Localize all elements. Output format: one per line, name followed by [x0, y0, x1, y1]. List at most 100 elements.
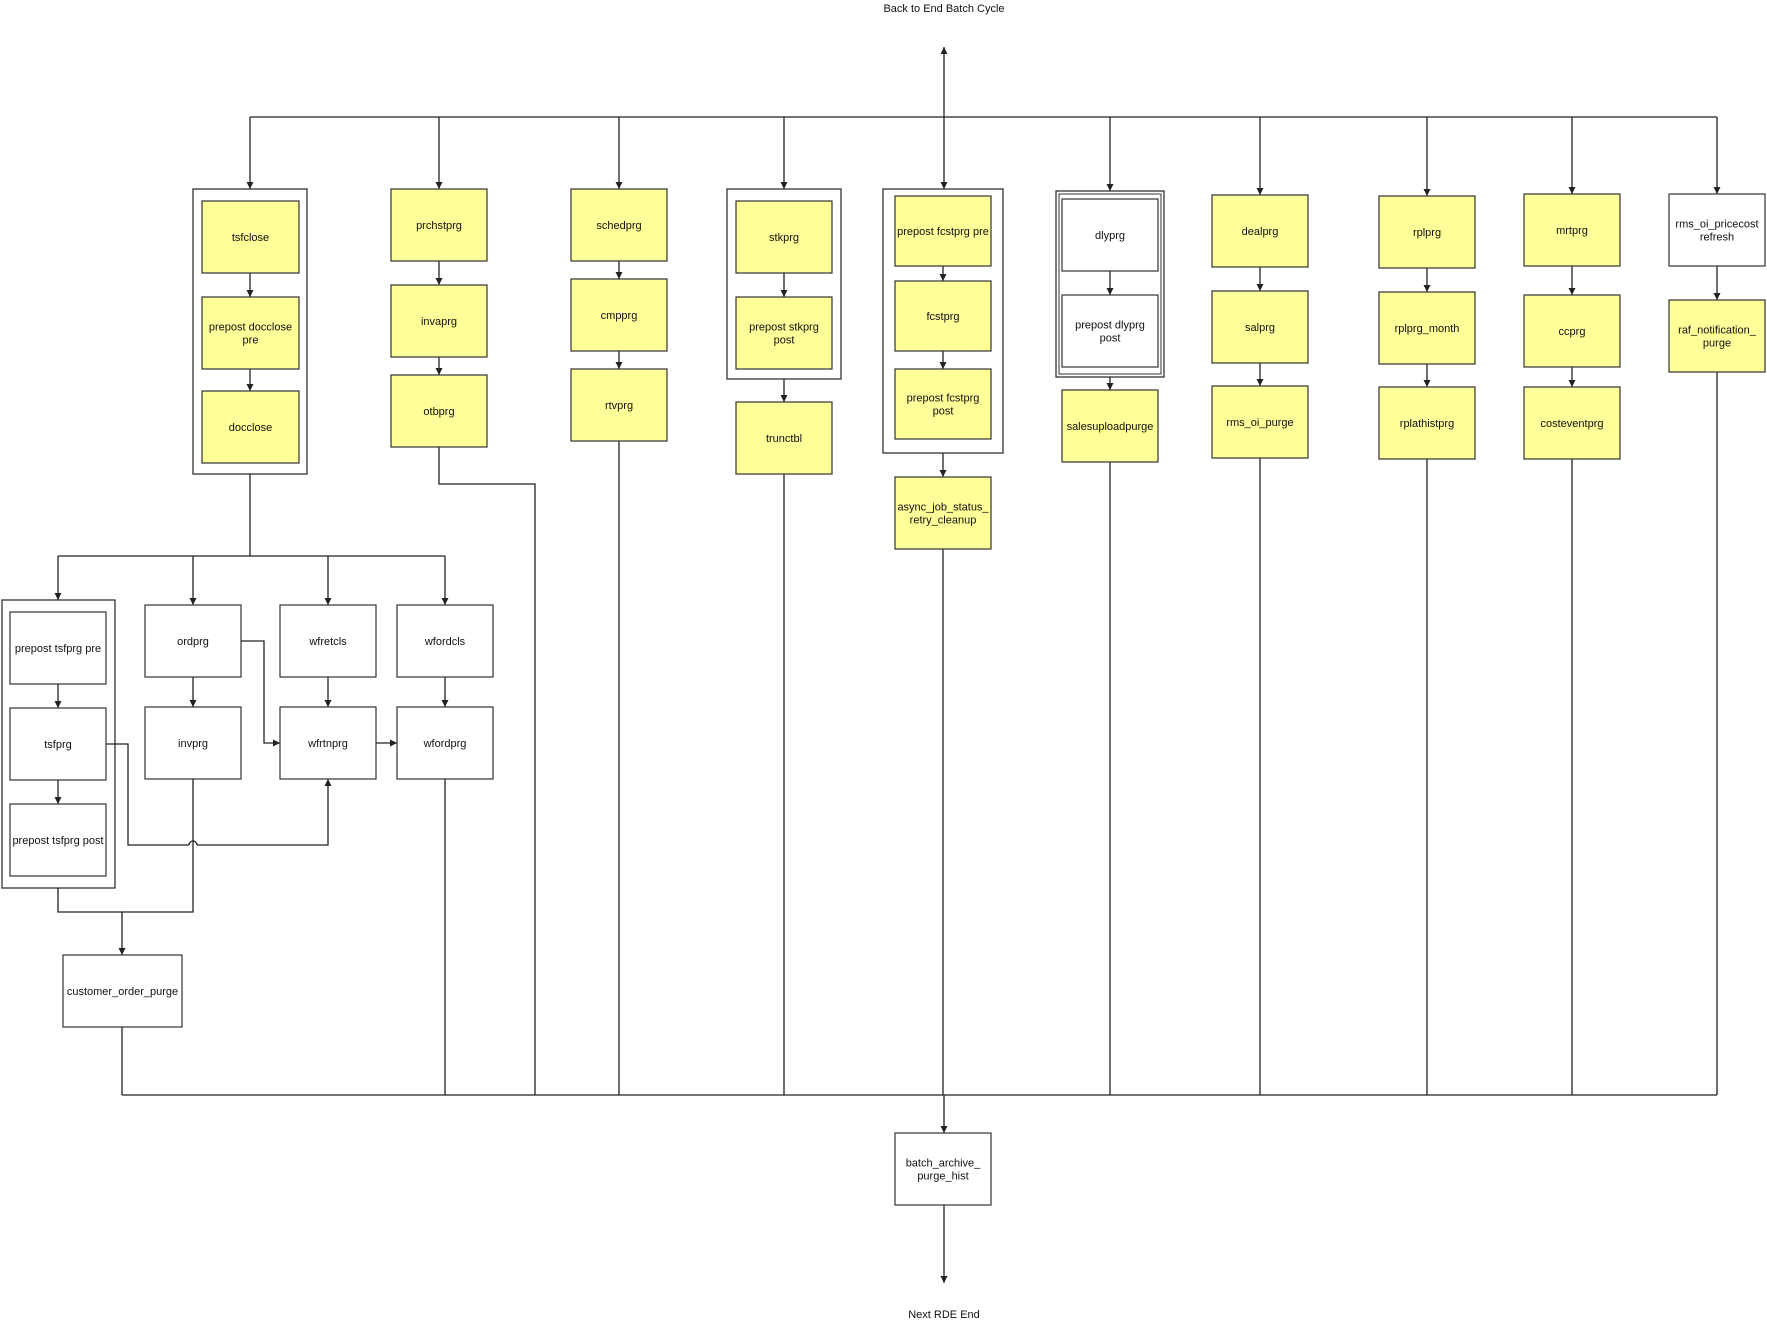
node-box [894, 368, 992, 440]
node-label: rplprg_month [1395, 323, 1460, 335]
node-label: prepost fcstprg pre [897, 226, 989, 238]
node-box [390, 284, 488, 358]
node-invprg: invprg [144, 706, 242, 780]
node-box [9, 803, 107, 877]
node-label: invprg [178, 738, 208, 750]
node-label: ccprg [1559, 326, 1586, 338]
node-wfretcls: wfretcls [279, 604, 377, 678]
node-cmpprg: cmpprg [570, 278, 668, 352]
node-label: ordprg [177, 636, 209, 648]
node-box [1378, 291, 1476, 365]
node-box [894, 195, 992, 267]
node-label: otbprg [423, 406, 454, 418]
node-docclose: docclose [201, 390, 300, 464]
node-label: mrtprg [1556, 225, 1588, 237]
node-label: cmpprg [601, 310, 638, 322]
node-rplprg: rplprg [1378, 195, 1476, 269]
connector [241, 640, 280, 747]
node-box [1061, 294, 1159, 368]
node-label: prepost tsfprg post [12, 835, 103, 847]
node-box [1378, 386, 1476, 460]
node-label: raf_notification_purge [1678, 325, 1757, 350]
node-label: costeventprg [1541, 418, 1604, 430]
connectors [54, 47, 1721, 1283]
bottom-caption: Next RDE End [908, 1309, 980, 1321]
node-box [201, 296, 300, 370]
node-otbprg: otbprg [390, 374, 488, 448]
node-box [1523, 386, 1621, 460]
node-box [894, 476, 992, 550]
node-async-job-status-retry-cleanup: async_job_status_retry_cleanup [894, 476, 992, 550]
node-ccprg: ccprg [1523, 294, 1621, 368]
node-salprg: salprg [1211, 290, 1309, 364]
node-wfordcls: wfordcls [396, 604, 494, 678]
node-box [201, 390, 300, 464]
node-box [1668, 193, 1766, 267]
node-box [1211, 385, 1309, 459]
node-costeventprg: costeventprg [1523, 386, 1621, 460]
node-box [1523, 294, 1621, 368]
node-box [735, 296, 833, 370]
node-box [390, 374, 488, 448]
node-label: prepost tsfprg pre [15, 643, 101, 655]
node-label: rplprg [1413, 227, 1441, 239]
node-prchstprg: prchstprg [390, 188, 488, 262]
node-prepost-fcstprg-pre: prepost fcstprg pre [894, 195, 992, 267]
node-box [1378, 195, 1476, 269]
dlyprg-group-frame-inner [1058, 193, 1162, 375]
node-rplathistprg: rplathistprg [1378, 386, 1476, 460]
connector [106, 743, 189, 846]
node-prepost-tsfprg-pre: prepost tsfprg pre [9, 611, 107, 685]
node-box [1523, 193, 1621, 267]
node-tsfclose: tsfclose [201, 200, 300, 274]
node-label: schedprg [596, 220, 641, 232]
node-label: fcstprg [926, 311, 959, 323]
node-label: docclose [229, 422, 272, 434]
node-fcstprg: fcstprg [894, 280, 992, 352]
node-label: rms_oi_purge [1226, 417, 1293, 429]
node-box [9, 707, 107, 781]
node-schedprg: schedprg [570, 188, 668, 262]
node-label: dealprg [1242, 226, 1279, 238]
node-customer-order-purge: customer_order_purge [62, 954, 183, 1028]
node-dlyprg: dlyprg [1061, 198, 1159, 272]
node-label: wfretcls [308, 636, 347, 648]
node-box [1061, 389, 1159, 463]
node-label: rtvprg [605, 400, 633, 412]
node-box [396, 706, 494, 780]
node-box [144, 604, 242, 678]
top-caption: Back to End Batch Cycle [883, 3, 1004, 15]
node-label: batch_archive_purge_hist [906, 1158, 981, 1183]
node-box [390, 188, 488, 262]
node-label: customer_order_purge [67, 986, 178, 998]
node-box [894, 1132, 992, 1206]
node-box [1211, 290, 1309, 364]
node-label: dlyprg [1095, 230, 1125, 242]
connector [57, 888, 126, 955]
connector [438, 447, 536, 1095]
node-salesuploadpurge: salesuploadpurge [1061, 389, 1159, 463]
node-box [1211, 194, 1309, 268]
node-box [570, 368, 668, 442]
node-wfordprg: wfordprg [396, 706, 494, 780]
node-label: rplathistprg [1400, 418, 1454, 430]
node-label: invaprg [421, 316, 457, 328]
node-label: stkprg [769, 232, 799, 244]
node-label: async_job_status_retry_cleanup [897, 502, 989, 527]
node-rtvprg: rtvprg [570, 368, 668, 442]
node-ordprg: ordprg [144, 604, 242, 678]
node-wfrtnprg: wfrtnprg [279, 706, 377, 780]
node-stkprg: stkprg [735, 200, 833, 274]
node-label: wfordcls [424, 636, 466, 648]
